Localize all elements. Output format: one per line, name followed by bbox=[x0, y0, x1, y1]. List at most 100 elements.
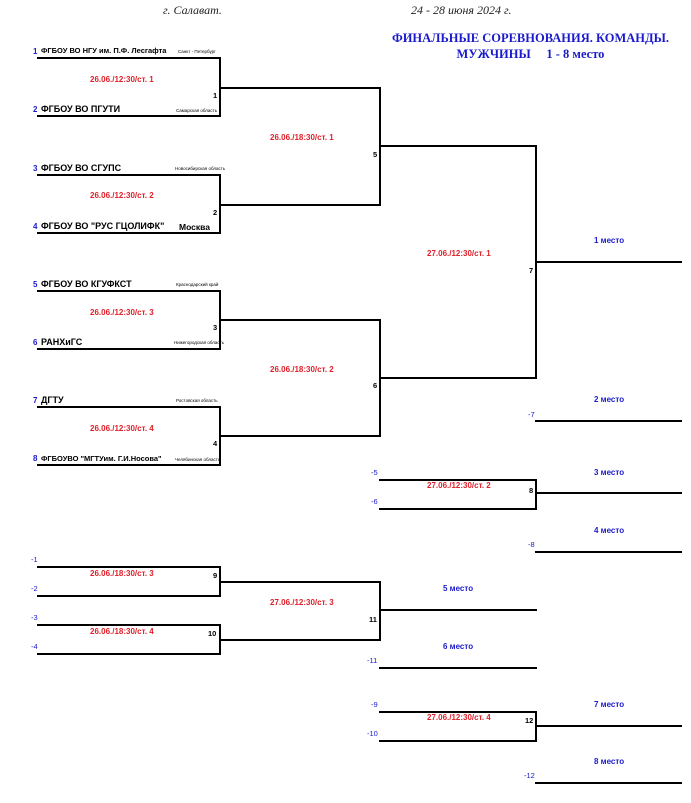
place-label-4: 4 место bbox=[594, 526, 625, 535]
team-region-7: Ростовская область bbox=[176, 398, 218, 403]
loser-label-2: -2 bbox=[31, 584, 38, 593]
title-line-1: ФИНАЛЬНЫЕ СОРЕВНОВАНИЯ. КОМАНДЫ. bbox=[391, 31, 670, 45]
loser-label-3: -3 bbox=[31, 613, 38, 622]
loser-label-9: -9 bbox=[371, 700, 378, 709]
match-1-number: 1 bbox=[213, 91, 218, 100]
match-9-number: 9 bbox=[213, 571, 218, 580]
seed-8: 8 bbox=[33, 454, 38, 463]
match-5-schedule: 26.06./18:30/ст. 1 bbox=[270, 133, 334, 142]
loser-line-3 bbox=[37, 624, 221, 626]
loser-line-5 bbox=[379, 479, 537, 481]
seed-4: 4 bbox=[33, 222, 38, 231]
seed-3: 3 bbox=[33, 164, 38, 173]
match-6-number: 6 bbox=[373, 381, 378, 390]
match-5-number: 5 bbox=[373, 150, 378, 159]
match-11-schedule: 27.06./12:30/ст. 3 bbox=[270, 598, 334, 607]
place-line-7 bbox=[535, 725, 682, 727]
winner-line-m6 bbox=[379, 377, 537, 379]
winner-line-m2 bbox=[219, 204, 381, 206]
loser-label-4: -4 bbox=[31, 642, 38, 651]
winner-line-m5 bbox=[379, 145, 537, 147]
place-label-3: 3 место bbox=[594, 468, 625, 477]
place-line-6 bbox=[379, 667, 537, 669]
match-11-number: 11 bbox=[369, 615, 377, 624]
loser-label-12: -12 bbox=[524, 771, 535, 780]
winner-line-m3 bbox=[219, 319, 381, 321]
match-1-schedule: 26.06./12:30/ст. 1 bbox=[90, 75, 154, 84]
loser-label-7: -7 bbox=[528, 410, 535, 419]
match-7-number: 7 bbox=[529, 266, 534, 275]
team-line-3 bbox=[37, 174, 221, 176]
seed-1: 1 bbox=[33, 47, 38, 56]
loser-label-11: -11 bbox=[367, 656, 378, 665]
loser-label-6: -6 bbox=[371, 497, 378, 506]
seed-2: 2 bbox=[33, 105, 38, 114]
loser-line-4 bbox=[37, 653, 221, 655]
match-8-schedule: 27.06./12:30/ст. 2 bbox=[427, 481, 491, 490]
match-8-number: 8 bbox=[529, 486, 534, 495]
match-9-schedule: 26.06./18:30/ст. 3 bbox=[90, 569, 154, 578]
team-name-8: ФГБОУВО "МГТУим. Г.И.Носова" bbox=[41, 454, 162, 463]
match-12-number: 12 bbox=[525, 716, 534, 725]
team-line-1 bbox=[37, 57, 221, 59]
team-name-5: ФГБОУ ВО КГУФКСТ bbox=[41, 279, 132, 289]
team-name-1: ФГБОУ ВО НГУ им. П.Ф. Лесгафта bbox=[41, 46, 167, 55]
seed-5: 5 bbox=[33, 280, 38, 289]
team-region-6: Нижегородская область bbox=[174, 340, 225, 345]
match-3-number: 3 bbox=[213, 323, 218, 332]
dates-label: 24 - 28 июня 2024 г. bbox=[411, 3, 512, 17]
place-line-1 bbox=[535, 261, 682, 263]
loser-line-6 bbox=[379, 508, 537, 510]
loser-label-1: -1 bbox=[31, 555, 38, 564]
match-2-number: 2 bbox=[213, 208, 218, 217]
match-10-number: 10 bbox=[208, 629, 217, 638]
match-4-number: 4 bbox=[213, 439, 218, 448]
team-name-2: ФГБОУ ВО ПГУТИ bbox=[41, 104, 121, 114]
winner-line-m9 bbox=[219, 581, 381, 583]
team-name-3: ФГБОУ ВО СГУПС bbox=[41, 163, 122, 173]
loser-label-8: -8 bbox=[528, 540, 535, 549]
place-line-2 bbox=[535, 420, 682, 422]
winner-line-m1 bbox=[219, 87, 381, 89]
match-10-schedule: 26.06./18:30/ст. 4 bbox=[90, 627, 154, 636]
loser-line-1 bbox=[37, 566, 221, 568]
team-region-8: Челябинская область bbox=[175, 457, 221, 462]
place-label-8: 8 место bbox=[594, 757, 625, 766]
team-name-7: ДГТУ bbox=[41, 395, 64, 405]
bracket-v-m11 bbox=[379, 581, 381, 641]
team-region-5: Краснодарский край bbox=[176, 282, 219, 287]
team-name-4: ФГБОУ ВО "РУС ГЦОЛИФК" bbox=[41, 221, 165, 231]
seed-7: 7 bbox=[33, 396, 38, 405]
winner-line-m4 bbox=[219, 435, 381, 437]
team-line-6 bbox=[37, 348, 221, 350]
loser-label-10: -10 bbox=[367, 729, 378, 738]
place-label-5: 5 место bbox=[443, 584, 474, 593]
match-6-schedule: 26.06./18:30/ст. 2 bbox=[270, 365, 334, 374]
team-line-2 bbox=[37, 115, 221, 117]
team-line-5 bbox=[37, 290, 221, 292]
city-label: г. Салават. bbox=[163, 3, 222, 17]
place-label-7: 7 место bbox=[594, 700, 625, 709]
place-label-2: 2 место bbox=[594, 395, 625, 404]
title-line-2: МУЖЧИНЫ 1 - 8 место bbox=[456, 46, 605, 61]
place-line-8 bbox=[535, 782, 682, 784]
match-4-schedule: 26.06./12:30/ст. 4 bbox=[90, 424, 154, 433]
match-2-schedule: 26.06./12:30/ст. 2 bbox=[90, 191, 154, 200]
team-region-1: Санкт - Петербург bbox=[178, 49, 216, 54]
team-line-4 bbox=[37, 232, 221, 234]
team-line-7 bbox=[37, 406, 221, 408]
match-3-schedule: 26.06./12:30/ст. 3 bbox=[90, 308, 154, 317]
loser-label-5: -5 bbox=[371, 468, 378, 477]
team-region-3: Новосибирская область bbox=[175, 166, 226, 171]
loser-line-2 bbox=[37, 595, 221, 597]
match-12-schedule: 27.06./12:30/ст. 4 bbox=[427, 713, 491, 722]
winner-line-m10 bbox=[219, 639, 381, 641]
page-title: ФИНАЛЬНЫЕ СОРЕВНОВАНИЯ. КОМАНДЫ. МУЖЧИНЫ… bbox=[388, 31, 673, 62]
place-label-1: 1 место bbox=[594, 236, 625, 245]
match-7-schedule: 27.06./12:30/ст. 1 bbox=[427, 249, 491, 258]
bracket-v-m8 bbox=[535, 479, 537, 510]
loser-line-10 bbox=[379, 740, 537, 742]
team-region-2: Самарская область bbox=[176, 108, 218, 113]
place-label-6: 6 место bbox=[443, 642, 474, 651]
